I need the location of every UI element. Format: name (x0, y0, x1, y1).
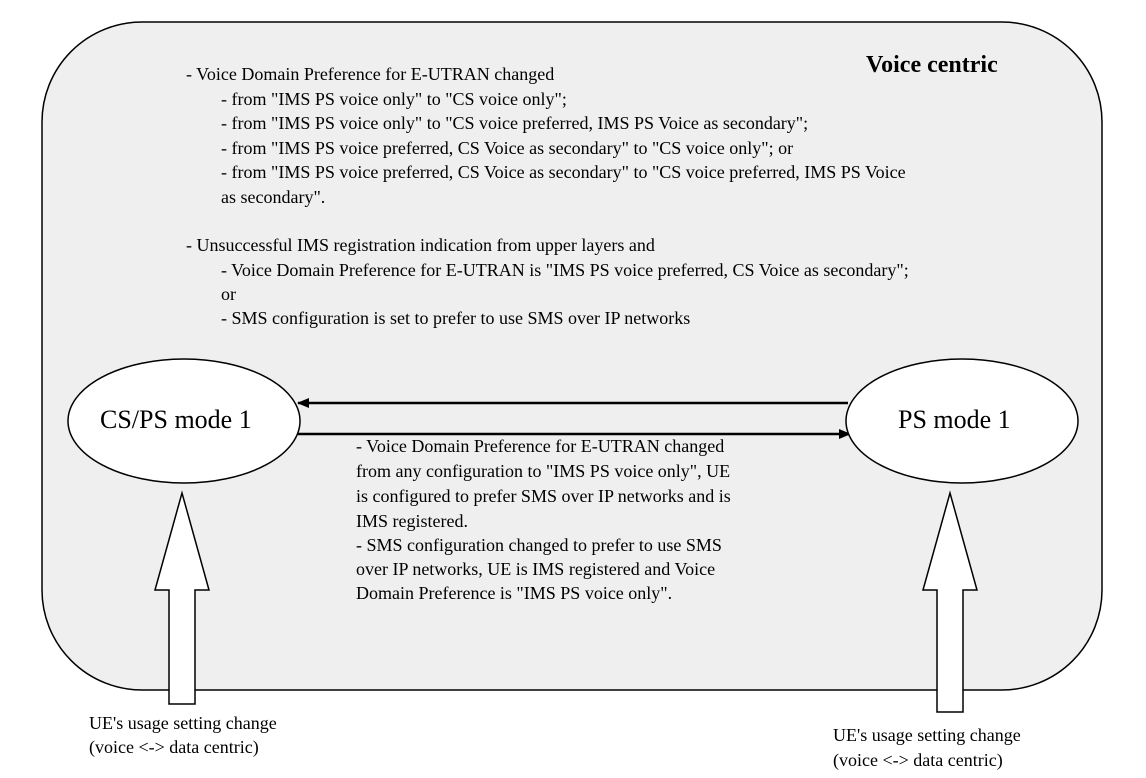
upper-condition-line: - Voice Domain Preference for E-UTRAN is… (221, 260, 909, 280)
node-ps-mode-1-label: PS mode 1 (898, 405, 1011, 434)
right-usage-change-caption-line2: (voice <-> data centric) (833, 750, 1003, 770)
upper-condition-line: - from "IMS PS voice only" to "CS voice … (221, 113, 809, 133)
voice-centric-title: Voice centric (866, 52, 998, 78)
voice-centric-region (41, 21, 1103, 691)
right-usage-change-arrow (922, 490, 978, 713)
lower-condition-line: IMS registered. (356, 511, 468, 531)
lower-condition-line: over IP networks, UE is IMS registered a… (356, 559, 716, 579)
left-usage-change-caption-line2: (voice <-> data centric) (89, 737, 259, 757)
right-usage-change-caption-line1: UE's usage setting change (833, 725, 1021, 745)
node-ps-mode-1 (845, 358, 1079, 484)
node-cs-ps-mode-1 (67, 358, 301, 484)
lower-condition-line: from any configuration to "IMS PS voice … (356, 461, 731, 481)
upper-condition-line: as secondary". (221, 187, 326, 207)
node-cs-ps-mode-1-label: CS/PS mode 1 (100, 405, 252, 434)
upper-condition-line: - Voice Domain Preference for E-UTRAN ch… (186, 64, 555, 84)
left-usage-change-arrow (154, 490, 210, 705)
upper-condition-line: - Unsuccessful IMS registration indicati… (186, 235, 655, 255)
upper-condition-line: - SMS configuration is set to prefer to … (221, 308, 691, 328)
lower-condition-line: is configured to prefer SMS over IP netw… (356, 486, 731, 506)
upper-condition-line: or (221, 284, 236, 304)
upper-condition-line: - from "IMS PS voice preferred, CS Voice… (221, 138, 794, 158)
upper-condition-line: - from "IMS PS voice preferred, CS Voice… (221, 162, 906, 182)
lower-condition-line: Domain Preference is "IMS PS voice only"… (356, 583, 673, 603)
lower-condition-line: - SMS configuration changed to prefer to… (356, 535, 722, 555)
left-usage-change-caption-line1: UE's usage setting change (89, 713, 277, 733)
upper-condition-line: - from "IMS PS voice only" to "CS voice … (221, 89, 567, 109)
lower-condition-line: - Voice Domain Preference for E-UTRAN ch… (356, 436, 725, 456)
